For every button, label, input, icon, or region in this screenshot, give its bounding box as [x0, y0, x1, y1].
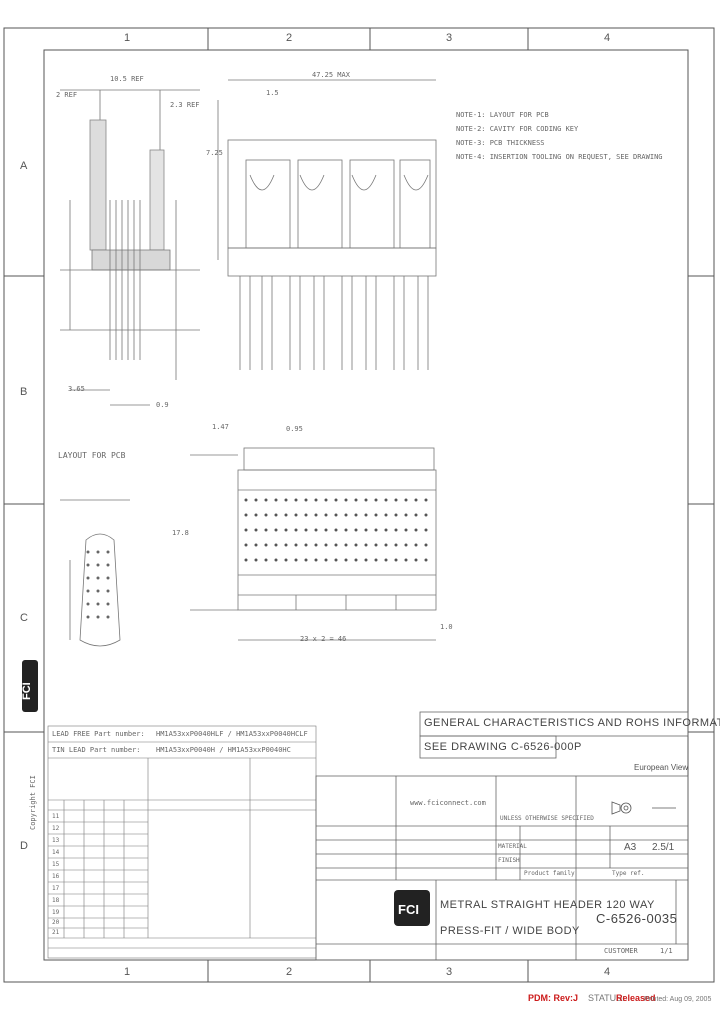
dim-7-25: 7.25: [206, 149, 223, 157]
pdm-revision: PDM: Rev:J: [528, 993, 579, 1003]
copyright: Copyright FCI: [29, 775, 37, 830]
type-ref-label: Type ref.: [612, 870, 645, 877]
pcb-layout: [60, 499, 130, 647]
inner-frame: [43, 49, 689, 961]
dim-2-3-ref: 2.3 REF: [170, 101, 200, 109]
fci-logo-side: FCI: [21, 660, 38, 712]
zone-bottom-1: 1: [124, 966, 131, 978]
row-16: 16: [52, 873, 60, 880]
front-view: [217, 79, 437, 370]
drawing-number: C-6526-0035: [596, 911, 678, 926]
note-4: NOTE-4: INSERTION TOOLING ON REQUEST, SE…: [456, 153, 663, 161]
zone-bottom-3: 3: [446, 966, 453, 978]
dim-3-65: 3.65: [68, 385, 85, 393]
sheet-size: A3: [624, 842, 637, 853]
zone-top-4: 4: [604, 32, 611, 44]
zone-top-3: 3: [446, 32, 453, 44]
row-14: 14: [52, 849, 60, 856]
printed-date: Printed: Aug 09, 2005: [644, 996, 712, 1003]
tin-part-number: HM1A53xxP0040H / HM1A53xxP0040HC: [156, 746, 291, 754]
row-21: 21: [52, 929, 60, 936]
zone-bottom-4: 4: [604, 966, 611, 978]
dim-1-5: 1.5: [266, 89, 279, 97]
svg-text:FCI: FCI: [21, 682, 33, 700]
row-11: 11: [52, 813, 60, 820]
title-block-grid: [315, 775, 689, 961]
general-line-1: GENERAL CHARACTERISTICS AND ROHS INFORMA…: [424, 717, 720, 729]
finish-label: FINISH: [498, 857, 520, 864]
row-17: 17: [52, 885, 60, 892]
title-line-2: PRESS-FIT / WIDE BODY: [440, 925, 580, 937]
material-label: MATERIAL: [498, 843, 527, 850]
general-box: [419, 711, 689, 759]
note-1: NOTE-1: LAYOUT FOR PCB: [456, 111, 549, 119]
sheet-number: 1/1: [660, 947, 673, 955]
row-19: 19: [52, 909, 60, 916]
note-3: NOTE-3: PCB THICKNESS: [456, 139, 545, 147]
zone-bottom-2: 2: [286, 966, 293, 978]
side-view: [60, 89, 200, 406]
part-table-grid: [47, 725, 317, 959]
website: www.fciconnect.com: [410, 799, 486, 807]
row-20: 20: [52, 919, 60, 926]
svg-text:FCI: FCI: [398, 902, 419, 917]
row-15: 15: [52, 861, 60, 868]
zone-side-c: C: [20, 612, 28, 624]
dim-47-25-max: 47.25 MAX: [312, 71, 350, 79]
row-12: 12: [52, 825, 60, 832]
tin-title: TIN LEAD Part number:: [52, 746, 141, 754]
projection-symbol: [611, 801, 676, 815]
scale-value: 2.5/1: [652, 842, 675, 853]
dim-1-0: 1.0: [440, 623, 453, 631]
customer-label: CUSTOMER: [604, 947, 638, 955]
dim-0-95: 0.95: [286, 425, 303, 433]
bottom-view: [190, 447, 437, 641]
row-18: 18: [52, 897, 60, 904]
lf-part-number: HM1A53xxP0040HLF / HM1A53xxP0040HCLF: [156, 730, 308, 738]
zone-side-d: D: [20, 840, 28, 852]
title-line-1: METRAL STRAIGHT HEADER 120 WAY: [440, 899, 655, 911]
lf-title: LEAD FREE Part number:: [52, 730, 145, 738]
dim-1-47: 1.47: [212, 423, 229, 431]
zone-side-b: B: [20, 386, 28, 398]
dim-17-8: 17.8: [172, 529, 189, 537]
row-13: 13: [52, 837, 60, 844]
general-line-2: SEE DRAWING C-6526-000P: [424, 741, 582, 753]
status-label: STATUS:: [588, 993, 625, 1003]
dim-23x2: 23 x 2 = 46: [300, 635, 347, 643]
zone-side-a: A: [20, 160, 28, 172]
zone-top-1: 1: [124, 32, 131, 44]
dim-2-ref: 2 REF: [56, 91, 78, 99]
status-value: Released: [616, 993, 656, 1003]
bottom-view-pins: [244, 498, 428, 562]
projection-label: European View: [634, 763, 689, 772]
layout-label: LAYOUT FOR PCB: [58, 451, 126, 460]
dim-0-9: 0.9: [156, 401, 169, 409]
tolerance-note: UNLESS OTHERWISE SPECIFIED: [500, 815, 594, 822]
outer-frame: [3, 27, 715, 983]
note-2: NOTE-2: CAVITY FOR CODING KEY: [456, 125, 579, 133]
product-family-label: Product family: [524, 870, 575, 877]
dim-10-5-ref: 10.5 REF: [110, 75, 144, 83]
pcb-holes: [86, 550, 110, 619]
zone-top-2: 2: [286, 32, 293, 44]
fci-logo-title: FCI: [394, 890, 430, 926]
